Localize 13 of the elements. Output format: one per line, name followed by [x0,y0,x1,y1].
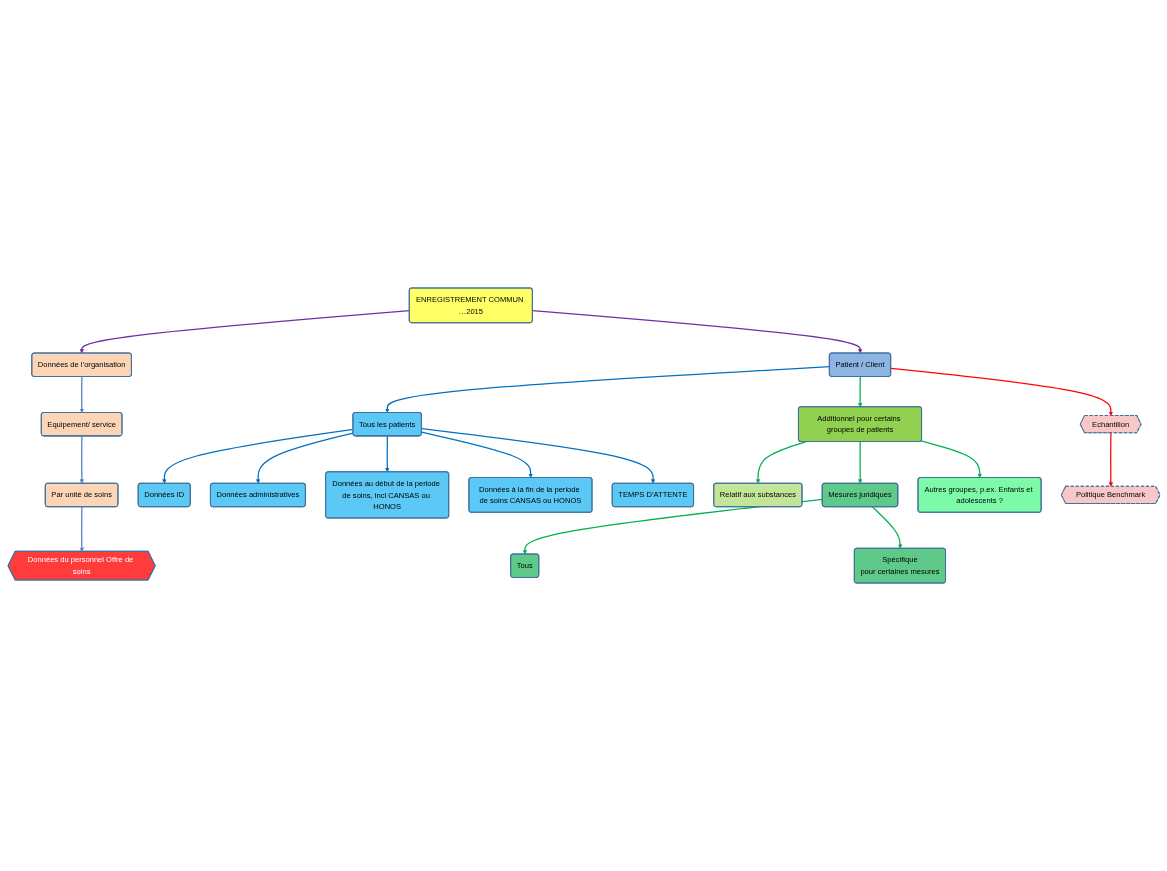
arrow [79,435,84,484]
arrow [79,506,84,552]
arrow [871,506,902,549]
arrow [384,435,390,473]
arrow [857,441,862,484]
arrow [755,441,806,484]
arrow [1108,432,1113,487]
arrow [920,440,982,478]
arrow [857,376,862,408]
arrow [531,310,862,354]
arrow [79,376,84,413]
arrow [420,431,533,478]
arrow [420,427,655,484]
